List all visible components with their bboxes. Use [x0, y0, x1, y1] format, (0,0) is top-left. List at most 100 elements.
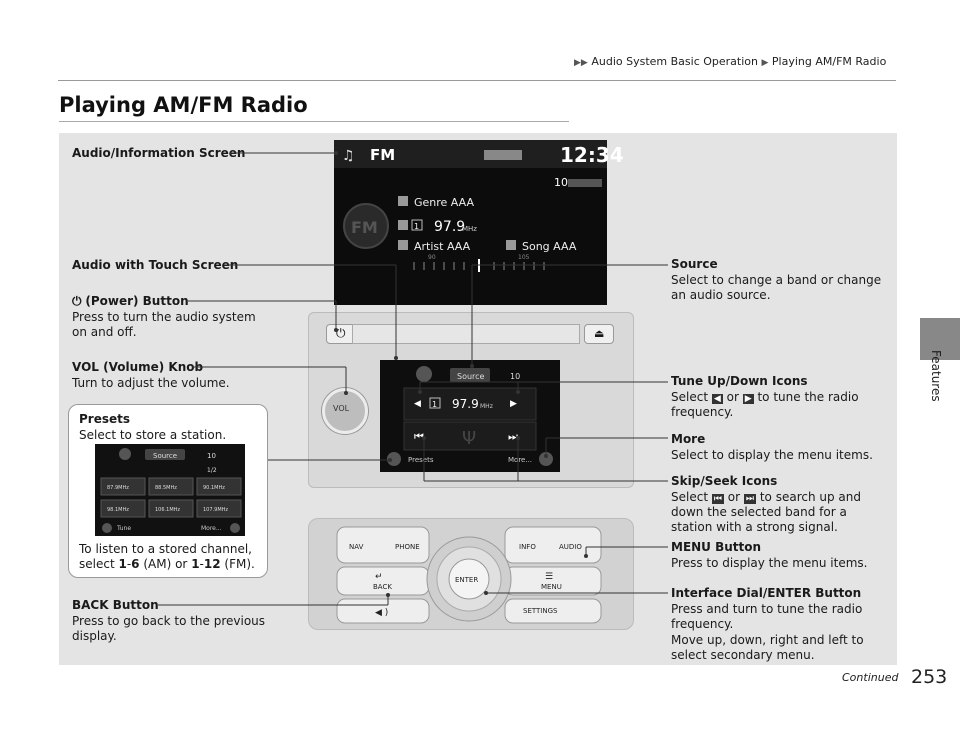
seek-forward-icon: ⏭	[743, 494, 757, 504]
vol-title-text: VOL (Volume) Knob	[72, 360, 204, 374]
power-icon: ⏻	[336, 326, 346, 340]
screen-volume: 10	[554, 176, 568, 189]
preset-4	[100, 499, 146, 518]
more-desc: Select to display the menu items.	[671, 448, 873, 462]
menu-icon: ☰	[545, 572, 553, 582]
nav-button: NAV	[349, 543, 364, 551]
back-button: BACK	[373, 583, 392, 591]
presets-more: More...	[201, 525, 222, 532]
power-button-label: ⏻ (Power) Button	[72, 294, 189, 309]
tune-icons-label: Tune Up/Down Icons	[671, 374, 808, 389]
presets-note-dash: -	[199, 557, 204, 571]
menu-button: MENU	[541, 583, 562, 591]
screen-song: Song AAA	[522, 240, 577, 253]
seek-back-icon: ⏮	[414, 430, 424, 443]
back-button-desc: Press to go back to the previous display…	[72, 614, 266, 643]
title-divider	[59, 121, 569, 122]
more-label: More	[671, 432, 705, 447]
tune-up-icon: ▶	[510, 399, 517, 409]
source-title-text: Source	[671, 257, 718, 271]
source-label: Source	[671, 257, 718, 272]
more-title-text: More	[671, 432, 706, 446]
touch-screen-art: Source 10 ◀ 1 97.9 MHz ▶ ⏮ ⏭ Ψ Presets M…	[387, 366, 553, 466]
skip-icons-label: Skip/Seek Icons	[671, 474, 777, 489]
tune-desc-or: or	[726, 390, 739, 404]
tuning-scale	[413, 262, 545, 270]
skip-icons-desc-3: station with a strong signal.	[671, 520, 838, 534]
vol-knob[interactable]: VOL	[322, 388, 368, 434]
interface-dial-desc-1: Press and turn to tune the radio frequen…	[671, 602, 863, 631]
preset-5	[148, 499, 194, 518]
power-icon: ⏻	[72, 294, 82, 308]
touch-presets: Presets	[408, 456, 434, 464]
screen-artist: Artist AAA	[414, 240, 471, 253]
source-button	[450, 368, 490, 382]
screen-preset-num: 1	[414, 222, 419, 231]
touch-freq-unit: MHz	[480, 403, 493, 410]
audio-touch-screen-text: Audio with Touch Screen	[72, 258, 239, 272]
continued-label: Continued	[842, 671, 899, 684]
preset-station-5: 106.1MHz	[155, 507, 180, 513]
enter-label: ENTER	[455, 576, 478, 584]
audio-info-screen-label: Audio/Information Screen	[72, 146, 245, 161]
preset-1	[100, 477, 146, 496]
power-button-desc: Press to turn the audio system on and of…	[72, 310, 256, 339]
status-icons	[484, 150, 522, 160]
audio-touch-screen-label: Audio with Touch Screen	[72, 258, 238, 273]
dial-title-text: Interface Dial/ENTER Button	[671, 586, 862, 600]
breadcrumb-arrow-icon: ▶▶	[574, 58, 588, 68]
power-title-text: (Power) Button	[85, 294, 189, 308]
touch-volume: 10	[510, 372, 520, 381]
preset-station-4: 98.1MHz	[107, 507, 129, 513]
side-tab[interactable]	[920, 318, 960, 360]
presets-note-text: (AM) or	[139, 557, 192, 571]
breadcrumb-page[interactable]: Playing AM/FM Radio	[771, 55, 887, 68]
presets-note-range: 6	[131, 557, 140, 571]
skip-icons-desc: Select ⏮ or ⏭ to search up and	[671, 490, 861, 507]
tune-icons-desc-2: frequency.	[671, 405, 734, 419]
seek-back-icon: ⏮	[711, 494, 724, 504]
audio-info-screen-text: Audio/Information Screen	[72, 146, 246, 160]
genre-icon	[398, 196, 408, 206]
page-number: 253	[911, 666, 948, 688]
preset-3	[196, 477, 242, 496]
presets-note-range: 1	[191, 557, 200, 571]
screen-frequency: 97.9	[434, 219, 465, 235]
screen-clock: 12:34	[560, 143, 624, 167]
eject-button[interactable]: ⏏	[584, 324, 614, 344]
audio-info-screen: ♫ FM 12:34 10 FM Genre AAA 1 97.9 MHz Ar…	[334, 140, 624, 305]
touch-source: Source	[457, 372, 485, 381]
audio-info-screen-art: ♫ FM 12:34 10 FM Genre AAA 1 97.9 MHz Ar…	[334, 140, 624, 272]
presets-desc: Select to store a station.	[79, 428, 227, 442]
presets-source: Source	[153, 452, 177, 460]
tune-down-icon: ◀	[414, 399, 421, 409]
touch-more: More...	[508, 456, 532, 464]
interface-dial-desc-2: Move up, down, right and left to select …	[671, 633, 864, 662]
interface-dial-label: Interface Dial/ENTER Button	[671, 586, 861, 601]
info-button: INFO	[519, 543, 536, 551]
header-divider	[58, 80, 896, 81]
screen-freq-unit: MHz	[462, 225, 477, 233]
preset-station-2: 88.5MHz	[155, 485, 177, 491]
screen-band: FM	[370, 146, 395, 164]
menu-button-desc: Press to display the menu items.	[671, 556, 868, 570]
presets-note-1: To listen to a stored channel,	[79, 542, 252, 556]
screen-scale-low: 90	[428, 254, 436, 261]
home-icon	[416, 366, 432, 382]
tune-desc-text: Select	[671, 390, 709, 404]
skip-desc-text: Select	[671, 490, 709, 504]
presets-note-range: 1	[118, 557, 127, 571]
back-arrow-icon: ↵	[375, 572, 383, 582]
preset-6	[196, 499, 242, 518]
eject-icon: ⏏	[594, 327, 605, 340]
breadcrumb-section[interactable]: Audio System Basic Operation	[591, 55, 758, 68]
presets-note-2: select 1-6 (AM) or 1-12 (FM).	[79, 557, 255, 572]
audio-button: AUDIO	[559, 543, 582, 551]
center-console: NAV PHONE INFO AUDIO ↵ BACK ☰ MENU SETTI…	[308, 518, 634, 630]
vol-knob-label: VOL	[333, 404, 350, 413]
breadcrumb-arrow-icon: ▶	[761, 58, 769, 68]
tune-down-icon: ◀	[711, 394, 723, 404]
tune-title-text: Tune Up/Down Icons	[671, 374, 808, 388]
fm-logo-icon	[343, 203, 389, 249]
settings-button: SETTINGS	[523, 607, 558, 615]
